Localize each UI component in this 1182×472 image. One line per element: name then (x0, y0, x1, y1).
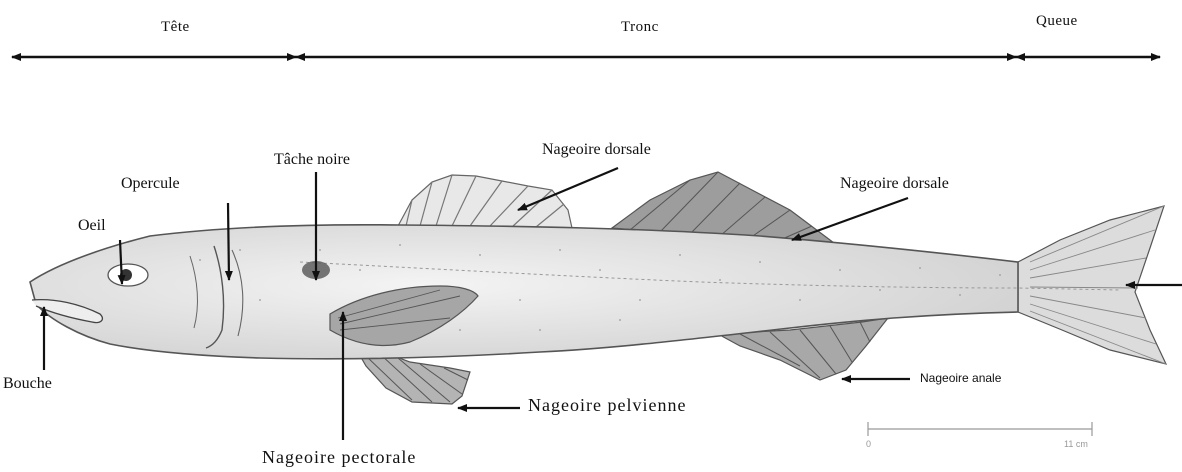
section-label-head: Tête (161, 20, 190, 35)
label-black-spot: Tâche noire (274, 152, 350, 168)
label-mouth: Bouche (3, 376, 52, 392)
label-pelvic-fin: Nageoire pelvienne (528, 396, 686, 414)
label-operculum: Opercule (121, 176, 180, 192)
label-pectoral-fin: Nageoire pectorale (262, 448, 416, 466)
scale-bar-end: 11 cm (1064, 440, 1088, 449)
section-label-tail: Queue (1036, 14, 1078, 29)
scale-bar-start: 0 (866, 440, 871, 449)
operculum-pointer (228, 203, 229, 280)
first-dorsal-fin (398, 175, 572, 228)
label-dorsal-fin-1: Nageoire dorsale (542, 142, 651, 158)
dorsal-fin-2-pointer (792, 198, 908, 240)
scale-bar (868, 422, 1092, 436)
label-anal-fin: Nageoire anale (920, 372, 1001, 384)
label-dorsal-fin-2: Nageoire dorsale (840, 176, 949, 192)
section-label-trunk: Tronc (621, 20, 659, 35)
label-eye: Oeil (78, 218, 106, 234)
